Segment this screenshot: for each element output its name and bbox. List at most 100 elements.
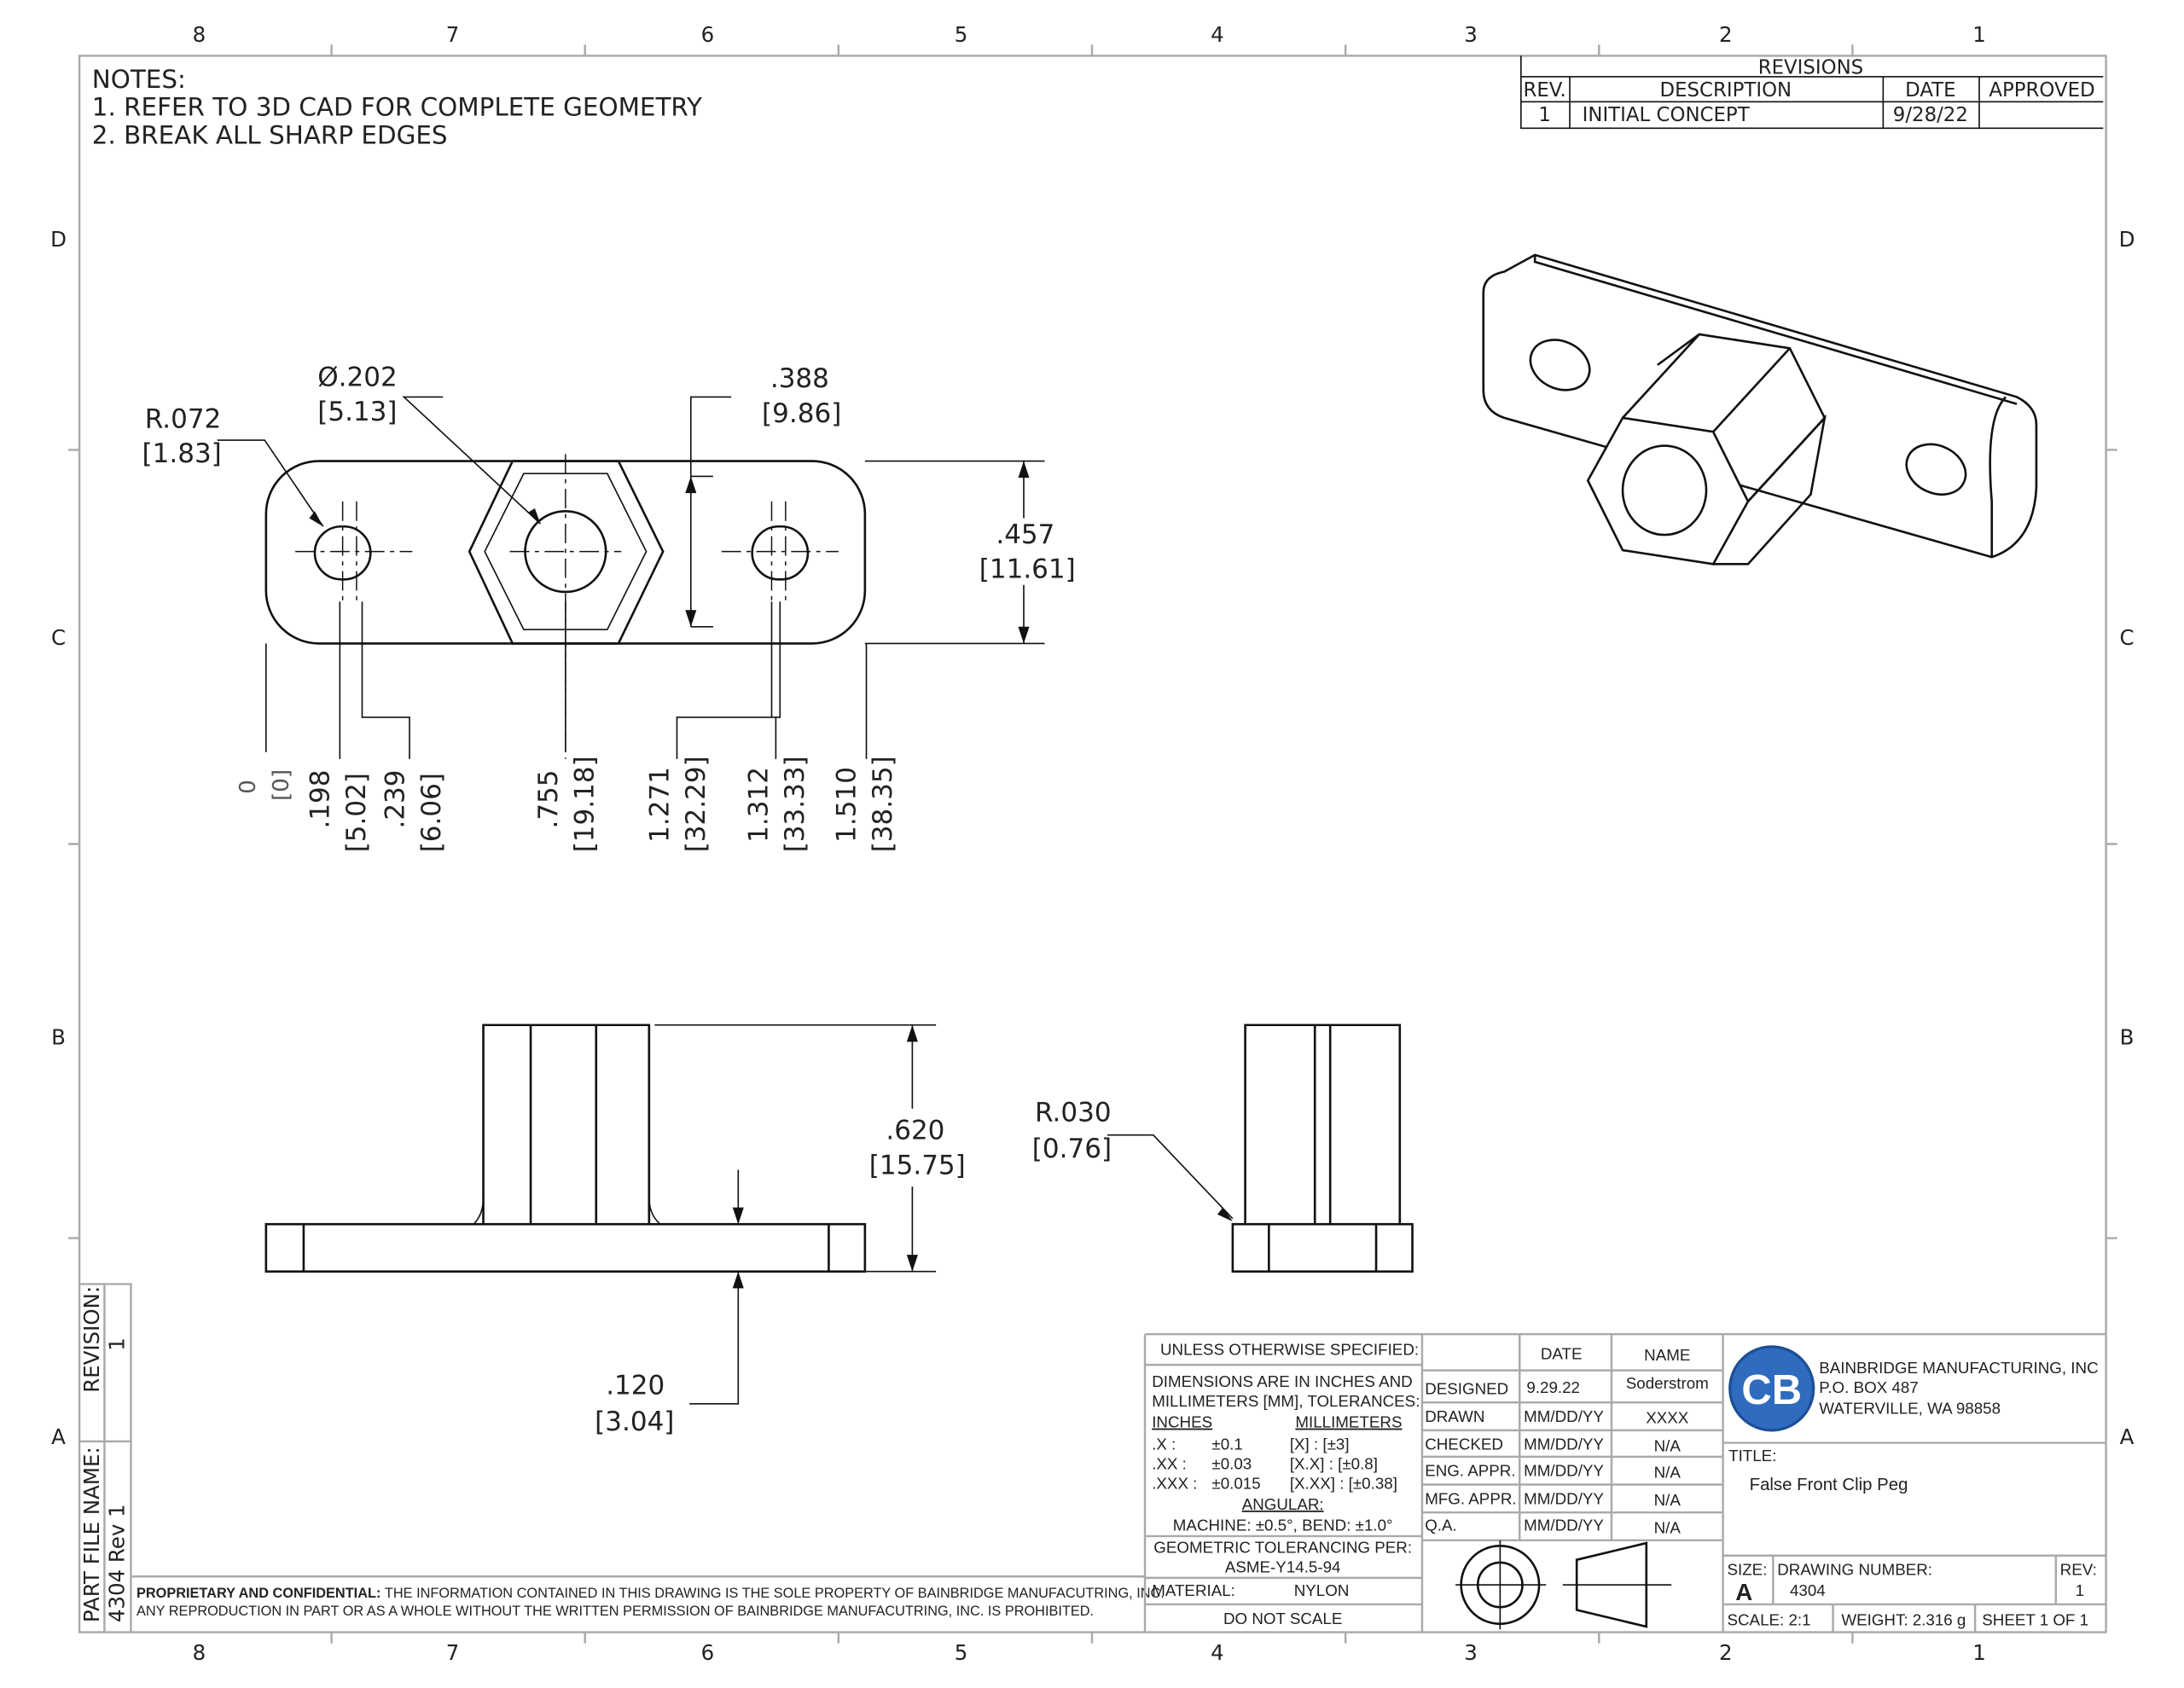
side-strip: REVISION: 1 PART FILE NAME: 4304 Rev 1	[79, 1283, 132, 1633]
notes: NOTES: 1. REFER TO 3D CAD FOR COMPLETE G…	[92, 65, 702, 149]
rev-cell: INITIAL CONCEPT	[1583, 104, 1751, 126]
notes-title: NOTES:	[92, 65, 186, 94]
note-item: 1. REFER TO 3D CAD FOR COMPLETE GEOMETRY	[92, 93, 702, 122]
drawing-title: False Front Clip Peg	[1750, 1476, 1908, 1494]
drawing-text: N/A	[1654, 1436, 1682, 1454]
ordinate-mm: [6.06]	[416, 773, 447, 852]
drawing-text: CB	[1741, 1367, 1802, 1413]
rev-header: DATE	[1905, 79, 1955, 102]
dim-overall-height: .620	[886, 1116, 944, 1146]
note-item: 2. BREAK ALL SHARP EDGES	[92, 120, 448, 149]
side-view: R.030 [0.76]	[1032, 1024, 1414, 1273]
company-logo: CB	[1728, 1345, 1815, 1432]
ordinate: .755	[533, 769, 564, 828]
company-city: WATERVILLE, WA 98858	[1819, 1399, 2001, 1417]
drawing-text: N/A	[1654, 1463, 1682, 1481]
rev-header: REV.	[1523, 79, 1565, 102]
isometric-view	[1482, 253, 2038, 566]
third-angle-projection-icon	[1455, 1540, 1672, 1630]
zone-row: C	[51, 625, 66, 650]
zone-row: B	[51, 1025, 66, 1050]
material-label: MATERIAL:	[1152, 1581, 1235, 1599]
drawing-text: Q.A.	[1425, 1516, 1457, 1534]
dim-thickness-mm: [3.04]	[595, 1407, 674, 1437]
drawing-text: 9.29.22	[1526, 1378, 1580, 1396]
zone-col: 8	[193, 22, 206, 47]
tol-label: .XX :	[1152, 1455, 1187, 1473]
drawing-text: MM/DD/YY	[1524, 1407, 1604, 1425]
drawing-text: MM/DD/YY	[1524, 1436, 1604, 1453]
confidential-line: ANY REPRODUCTION IN PART OR AS A WHOLE W…	[136, 1604, 1094, 1619]
drawing-text: MM/DD/YY	[1524, 1462, 1604, 1480]
rev-cell: 9/28/22	[1893, 104, 1968, 126]
zone-row: D	[2119, 227, 2135, 252]
zone-col: 8	[193, 1640, 206, 1665]
ordinate-dims: 0 [0] .198 [5.02] .239 [6.06] .755 [19.1…	[235, 756, 898, 852]
zone-row: A	[2120, 1424, 2135, 1449]
dims-note: DIMENSIONS ARE IN INCHES AND	[1152, 1372, 1413, 1390]
tol-label: .X :	[1152, 1436, 1176, 1453]
tol-mm: [X] : [±3]	[1290, 1436, 1350, 1453]
title-block: UNLESS OTHERWISE SPECIFIED: DIMENSIONS A…	[1143, 1332, 2106, 1633]
dim-diameter: Ø.202	[317, 362, 397, 392]
title-label: TITLE:	[1728, 1447, 1776, 1465]
unless-specified: UNLESS OTHERWISE SPECIFIED:	[1160, 1341, 1419, 1359]
tol-inch: ±0.03	[1211, 1455, 1252, 1473]
dim-radius-mm: [1.83]	[142, 438, 222, 469]
file-label: PART FILE NAME:	[79, 1447, 104, 1622]
dim-flats: .388	[770, 363, 829, 394]
tol-label: .XXX :	[1152, 1474, 1197, 1492]
rev-label: REV:	[2060, 1561, 2097, 1579]
rev-header: DESCRIPTION	[1660, 79, 1792, 102]
confidential-notice: PROPRIETARY AND CONFIDENTIAL: THE INFORM…	[131, 1575, 1165, 1619]
dim-fillet: R.030	[1035, 1097, 1112, 1128]
size-label: SIZE:	[1727, 1561, 1767, 1579]
dim-thickness: .120	[606, 1370, 665, 1401]
dims-note: MILLIMETERS [MM], TOLERANCES:	[1152, 1392, 1420, 1410]
top-view: R.072 [1.83] Ø.202 [5.13] .388 [9.86] .4…	[142, 362, 1076, 852]
dim-diameter-mm: [5.13]	[317, 397, 397, 427]
rev-value: 1	[2076, 1581, 2084, 1599]
zone-col: 3	[1464, 22, 1478, 47]
file-value: 4304 Rev 1	[104, 1504, 129, 1622]
dim-height-mm: [11.61]	[979, 554, 1076, 585]
zone-col: 3	[1464, 1640, 1478, 1665]
revision-label: REVISION:	[79, 1286, 104, 1393]
drawing-text: N/A	[1654, 1491, 1682, 1509]
ordinate-mm: [0]	[269, 769, 294, 801]
svg-text:PROPRIETARY AND CONFIDENTIAL:: PROPRIETARY AND CONFIDENTIAL: THE INFORM…	[136, 1586, 1165, 1601]
ordinate: .239	[380, 769, 410, 828]
drawing-text: XXXX	[1646, 1409, 1689, 1427]
millimeters-label: MILLIMETERS	[1295, 1413, 1402, 1431]
drawing-text: CHECKED	[1425, 1436, 1503, 1453]
drawing-text: DESIGNED	[1425, 1379, 1508, 1397]
zone-col: 7	[446, 22, 460, 47]
material-value: NYLON	[1294, 1581, 1350, 1599]
tol-mm: [X.X] : [±0.8]	[1290, 1455, 1378, 1473]
dim-radius: R.072	[145, 403, 222, 434]
ordinate: 0	[235, 780, 261, 794]
dim-overall-height-mm: [15.75]	[869, 1150, 966, 1180]
confidential-label: PROPRIETARY AND CONFIDENTIAL:	[136, 1586, 380, 1601]
confidential-line: THE INFORMATION CONTAINED IN THIS DRAWIN…	[385, 1586, 1165, 1601]
weight: WEIGHT: 2.316 g	[1841, 1610, 1966, 1628]
company-address: P.O. BOX 487	[1819, 1378, 1919, 1396]
dim-fillet-mm: [0.76]	[1032, 1134, 1112, 1164]
zone-col: 7	[446, 1640, 460, 1665]
ordinate: .198	[305, 769, 335, 828]
angular-values: MACHINE: ±0.5°, BEND: ±1.0°	[1173, 1516, 1393, 1534]
drawing-number: 4304	[1790, 1581, 1826, 1599]
zone-col: 1	[1972, 1640, 1986, 1665]
ordinate: 1.271	[645, 767, 676, 843]
ordinate-mm: [32.29]	[681, 756, 712, 852]
flange-side	[264, 1222, 867, 1273]
zone-col: 5	[955, 1640, 968, 1665]
revision-value: 1	[104, 1337, 129, 1351]
zone-col: 1	[1972, 22, 1986, 47]
zone-ticks	[68, 44, 2117, 1644]
zone-col: 4	[1211, 1640, 1224, 1665]
rev-cell: 1	[1538, 104, 1551, 126]
scale: SCALE: 2:1	[1727, 1610, 1810, 1628]
